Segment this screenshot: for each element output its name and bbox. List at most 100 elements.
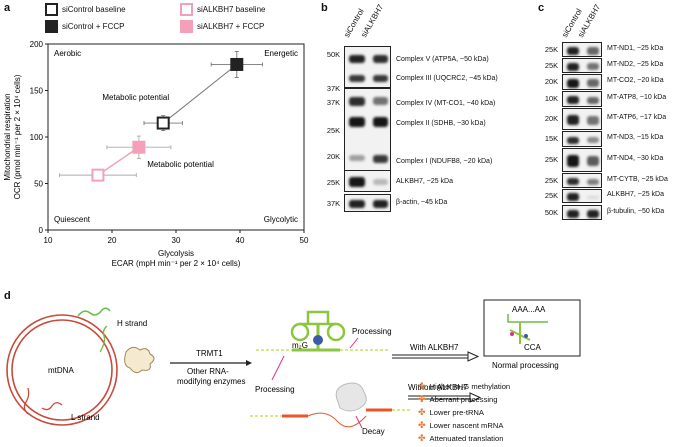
blot-row-label: MT-ND4, ~30 kDa bbox=[607, 155, 664, 162]
protein-band bbox=[372, 179, 388, 185]
mw-marker: 25K bbox=[544, 175, 558, 185]
protein-band bbox=[567, 96, 579, 104]
sialkbh7-connector bbox=[97, 146, 140, 176]
data-point bbox=[91, 168, 105, 182]
l-strand-transcript-2 bbox=[41, 402, 63, 411]
mw-marker: 20K bbox=[326, 152, 340, 161]
trna-t-loop bbox=[326, 322, 346, 342]
protein-band bbox=[567, 136, 579, 144]
bullet-icon: ✤ bbox=[418, 407, 426, 417]
blot-row-label: MT-ND1, ~25 kDa bbox=[607, 44, 664, 52]
h-strand-transcript-2 bbox=[99, 325, 108, 353]
blot-strip bbox=[562, 42, 602, 57]
h-strand-transcript bbox=[77, 307, 111, 317]
protein-band bbox=[567, 155, 579, 167]
legend-marker-open-pink bbox=[180, 3, 193, 16]
processing-top-label: Processing bbox=[352, 327, 392, 336]
quadrant-bottom-right: Glycolytic bbox=[264, 215, 298, 224]
blot-row-label: ALKBH7, ~25 kDa bbox=[396, 178, 454, 185]
blot-row-label: Complex II (SDHB, ~30 kDa) bbox=[396, 120, 486, 127]
data-point bbox=[230, 57, 244, 71]
x-tick-label: 50 bbox=[300, 236, 309, 245]
mtdna-outer-circle bbox=[6, 314, 118, 426]
protein-band bbox=[349, 97, 365, 106]
protein-band bbox=[587, 137, 599, 143]
legend-label: siALKBH7 + FCCP bbox=[197, 22, 265, 31]
mw-marker: 25K bbox=[544, 155, 558, 164]
protein-band bbox=[587, 96, 599, 104]
blot-strip bbox=[562, 189, 602, 203]
legend-item: siALKBH7 + FCCP bbox=[180, 20, 264, 33]
other-enzymes-label-1: Other RNA- bbox=[187, 367, 229, 376]
y-tick-label: 200 bbox=[30, 40, 44, 49]
legend-item: siControl baseline bbox=[45, 3, 126, 16]
sicontrol-connector bbox=[162, 64, 238, 124]
quadrant-bottom-left: Quiescent bbox=[54, 215, 91, 224]
blot-row-label: MT-ND2, ~25 kDa bbox=[607, 60, 664, 68]
mw-marker: 37K bbox=[326, 84, 340, 93]
processing-arrow-top bbox=[349, 337, 359, 349]
mechanism-diagram: H strand mtDNA L strand TRMT1 Other RNA-… bbox=[6, 299, 581, 436]
x-tick-label: 20 bbox=[108, 236, 117, 245]
l-strand-transcript bbox=[23, 387, 30, 415]
exonuclease-icon bbox=[335, 382, 367, 412]
mature-trna-mark bbox=[510, 332, 514, 336]
mature-trna-icon bbox=[509, 322, 531, 344]
processing-arrow-left bbox=[271, 355, 285, 381]
protein-band bbox=[587, 209, 599, 218]
decay-label: Decay bbox=[362, 427, 385, 436]
protein-band bbox=[349, 75, 365, 82]
protein-band bbox=[349, 117, 365, 127]
mw-marker: 20K bbox=[544, 77, 558, 86]
blot-row-label: MT-ND3, ~15 kDa bbox=[607, 134, 664, 141]
blot-row-label: Complex III (UQCRC2, ~45 kDa) bbox=[396, 75, 498, 82]
annotation-metabolic-potential: Metabolic potential bbox=[147, 160, 214, 169]
outcome-item: ✤Attenuated translation bbox=[418, 433, 504, 443]
legend-label: siControl + FCCP bbox=[62, 22, 125, 31]
x-axis-label: Glycolysis bbox=[158, 249, 194, 258]
quadrant-top-left: Aerobic bbox=[54, 49, 81, 58]
protein-band bbox=[372, 55, 388, 63]
legend-item: siALKBH7 baseline bbox=[180, 3, 265, 16]
trna-d-loop bbox=[290, 322, 310, 342]
y-axis-label: Mitochondrial respiration bbox=[3, 93, 12, 180]
arrow-head bbox=[246, 360, 252, 366]
protein-band bbox=[587, 46, 599, 55]
mw-marker: 25K bbox=[326, 178, 340, 187]
bullet-icon: ✤ bbox=[418, 420, 426, 430]
protein-band bbox=[372, 97, 388, 105]
x-axis-label-units: ECAR (mpH min⁻¹ per 2 × 10⁴ cells) bbox=[112, 259, 241, 268]
protein-band bbox=[587, 79, 599, 87]
protein-band bbox=[567, 209, 579, 218]
blot-strip bbox=[344, 170, 391, 192]
protein-band bbox=[567, 46, 579, 55]
protein-band bbox=[372, 200, 388, 208]
legend-marker-open-black bbox=[45, 3, 58, 16]
blot-strip bbox=[562, 58, 602, 73]
protein-band bbox=[349, 200, 365, 208]
blot-row-label: β-tubulin, ~50 kDa bbox=[607, 207, 665, 215]
mw-marker: 10K bbox=[544, 94, 558, 103]
decay-arrow bbox=[355, 415, 363, 429]
mw-marker: 50K bbox=[544, 207, 558, 217]
data-point bbox=[156, 116, 170, 130]
arrow-head bbox=[467, 351, 480, 362]
protein-band bbox=[372, 117, 388, 127]
blot-row-label: ALKBH7, ~25 kDa bbox=[607, 191, 665, 198]
legend-label: siControl baseline bbox=[62, 5, 126, 14]
blot-row-label: Complex IV (MT-CO1, ~40 kDa) bbox=[396, 100, 496, 107]
mw-marker: 25K bbox=[544, 60, 558, 70]
mw-marker: 25K bbox=[326, 126, 340, 135]
mw-marker: 15K bbox=[544, 134, 558, 143]
mw-marker: 37K bbox=[326, 98, 340, 107]
outcome-item: ✤Higher m₂G methylation bbox=[418, 381, 511, 391]
bullet-icon: ✤ bbox=[418, 433, 426, 443]
with-alkbh7-label: With ALKBH7 bbox=[410, 343, 459, 352]
blot-strip bbox=[562, 108, 602, 130]
blot-strip bbox=[562, 131, 602, 147]
bullet-icon: ✤ bbox=[418, 381, 426, 391]
cca-label: CCA bbox=[524, 343, 542, 352]
outcome-item: ✤Lower nascent mRNA bbox=[418, 420, 504, 430]
processing-left-label: Processing bbox=[255, 385, 295, 394]
